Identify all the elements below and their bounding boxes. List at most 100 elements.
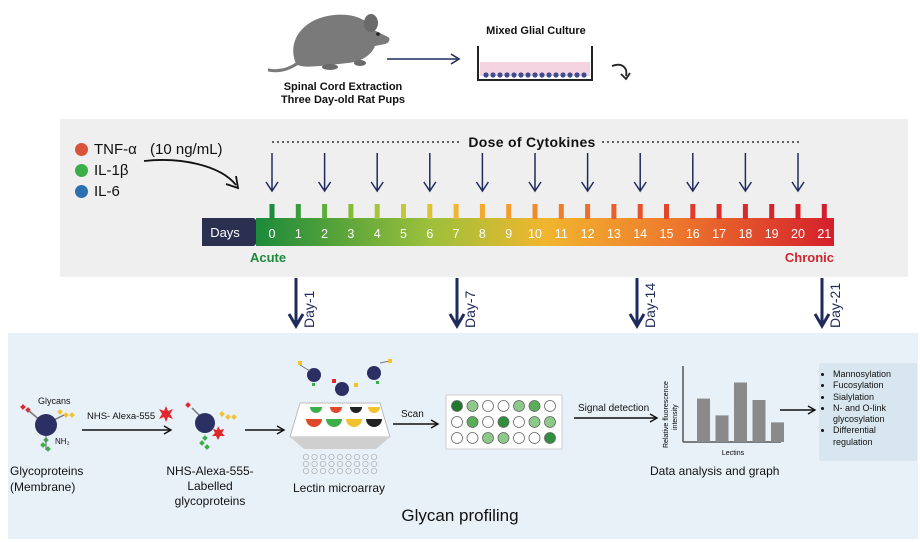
- glial-cell: [511, 72, 517, 78]
- day-tick: [664, 204, 669, 219]
- array-well: [345, 460, 352, 468]
- day-tick: [611, 204, 617, 219]
- il6-dot-icon: [75, 185, 88, 198]
- array-spot: [528, 416, 541, 428]
- x-axis-label: Lectins: [722, 450, 745, 457]
- day-number: 10: [528, 227, 542, 241]
- array-well: [353, 453, 361, 461]
- array-well: [370, 453, 378, 461]
- day-number: 3: [347, 227, 354, 241]
- glial-cell: [532, 72, 538, 78]
- array-spot: [497, 416, 510, 428]
- array-well: [353, 467, 361, 475]
- array-well: [362, 460, 369, 468]
- day-number: 4: [374, 227, 381, 241]
- day-tick: [269, 204, 275, 219]
- glial-cell: [490, 72, 496, 78]
- outcome-item: N- and O-link glycosylation: [833, 403, 917, 426]
- array-spot: [544, 432, 556, 444]
- day-tick: [532, 204, 538, 219]
- day-tick: [742, 204, 748, 219]
- cytokine-legend-item: IL-1β: [75, 162, 128, 179]
- array-well: [311, 453, 318, 461]
- cytokine-label: IL-1β: [94, 162, 129, 179]
- day-number: 8: [479, 227, 486, 241]
- cytokine-legend-item: TNF-α: [75, 141, 137, 158]
- days-box: [202, 218, 268, 246]
- day-number: 0: [269, 227, 276, 241]
- array-well: [311, 460, 318, 468]
- y-axis-label-line1: Relative fluorescence: [663, 381, 670, 448]
- array-spot: [528, 432, 541, 444]
- array-well: [362, 453, 369, 461]
- array-well: [319, 460, 327, 468]
- day-number: 17: [712, 227, 726, 241]
- scanned-slide: [445, 394, 563, 450]
- glial-cell: [574, 72, 580, 78]
- dose-arrowhead: [265, 181, 279, 193]
- rat-illustration: [268, 14, 390, 73]
- array-well: [328, 453, 335, 461]
- signal-arrow: [574, 413, 659, 423]
- glial-cell: [567, 72, 573, 78]
- chronic-label: Chronic: [785, 250, 834, 265]
- day-number: 7: [453, 227, 460, 241]
- labelled-line1: NHS-Alexa-555-: [166, 464, 254, 478]
- array-well: [362, 467, 369, 475]
- array-spot: [466, 400, 479, 412]
- day-tick: [558, 204, 564, 219]
- day-tick: [585, 204, 591, 219]
- timeline-bar: [256, 218, 834, 246]
- glial-cell: [518, 72, 524, 78]
- graph-bar: [734, 382, 747, 442]
- concentration-label: (10 ng/mL): [150, 141, 223, 158]
- dose-arrowhead: [633, 181, 647, 193]
- array-spot: [513, 416, 525, 428]
- array-well: [328, 460, 335, 468]
- day-tick: [348, 204, 354, 219]
- day-number: 20: [791, 227, 805, 241]
- day-tick: [374, 204, 380, 219]
- dose-arrowhead: [580, 181, 595, 193]
- dose-title: Dose of Cytokines: [468, 134, 596, 150]
- glial-cell: [553, 72, 559, 78]
- array-spot: [497, 400, 510, 412]
- day-number: 1: [295, 227, 302, 241]
- fluorescence-bar-graph: Relative fluorescence intensity Lectins: [663, 366, 784, 457]
- day-number: 19: [765, 227, 779, 241]
- array-spot: [451, 432, 463, 444]
- day-number: 9: [505, 227, 512, 241]
- array-well: [336, 467, 344, 475]
- culture-label: Mixed Glial Culture: [486, 25, 586, 37]
- dose-curve-arrow: [143, 159, 240, 190]
- array-spot: [544, 416, 556, 428]
- day-tick: [295, 204, 301, 219]
- outcome-arrow: [780, 405, 817, 415]
- day-number: 16: [686, 227, 700, 241]
- array-well: [319, 467, 327, 475]
- outcomes-box: Mannosylation Fucosylation Sialylation N…: [819, 363, 917, 461]
- day-tick: [795, 204, 801, 219]
- dose-arrowhead: [791, 181, 805, 193]
- array-well: [370, 467, 378, 475]
- il1b-dot-icon: [75, 164, 88, 177]
- dose-arrowhead: [423, 181, 437, 193]
- array-well: [328, 467, 335, 475]
- y-axis-label-line2: intensity: [672, 404, 679, 430]
- dose-arrowhead: [317, 181, 332, 193]
- array-well: [319, 453, 327, 461]
- array-spot: [482, 432, 494, 444]
- outcomes-list: Mannosylation Fucosylation Sialylation N…: [819, 369, 917, 448]
- glial-cell: [546, 72, 552, 78]
- sampling-day-label: Day-14: [642, 283, 658, 328]
- dose-arrowhead: [370, 181, 384, 193]
- array-well: [302, 460, 310, 468]
- array-spot: [482, 400, 494, 412]
- sampling-arrowhead: [448, 313, 466, 329]
- graph-bar: [752, 400, 766, 442]
- array-well: [345, 453, 352, 461]
- array-spot: [528, 400, 541, 412]
- cytokine-label: IL-6: [94, 183, 120, 200]
- array-well: [353, 460, 361, 468]
